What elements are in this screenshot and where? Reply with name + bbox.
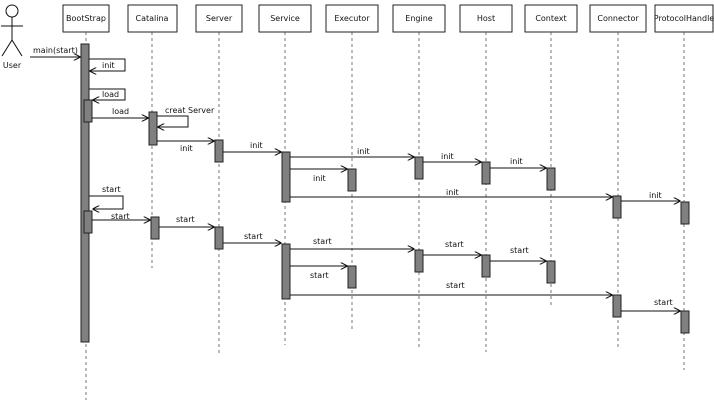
message-bootstrap-init: init xyxy=(89,58,126,71)
activation-bootstrap-load xyxy=(83,99,93,123)
head-label-protocolhandler: ProtocolHandle xyxy=(654,14,714,23)
head-context: Context xyxy=(524,4,578,33)
message-bootstrap-start-self: start xyxy=(89,185,124,209)
activation-protocolhandler-start xyxy=(680,310,690,334)
activation-catalina-load xyxy=(148,111,158,146)
message-init-service: init xyxy=(223,141,281,152)
activation-service-start xyxy=(281,243,291,300)
message-label: init xyxy=(250,141,263,150)
activation-server-init xyxy=(214,139,224,163)
activation-bootstrap-start xyxy=(83,210,93,234)
head-bootstrap: BootStrap xyxy=(62,4,110,33)
message-label: init xyxy=(357,147,370,156)
message-label: creat Server xyxy=(165,106,215,115)
head-catalina: Catalina xyxy=(127,4,178,33)
message-label: start xyxy=(176,215,195,224)
head-label-bootstrap: BootStrap xyxy=(66,14,106,23)
actor-label: User xyxy=(3,61,22,70)
message-label: init xyxy=(446,188,459,197)
message-start-catalina: start xyxy=(92,212,150,221)
head-host: Host xyxy=(459,4,513,33)
message-start-context: start xyxy=(490,246,546,261)
message-label: start xyxy=(111,212,130,221)
message-label: start xyxy=(102,185,121,194)
head-connector: Connector xyxy=(589,4,647,33)
message-init-connector: init xyxy=(290,188,612,197)
activation-host-init xyxy=(481,161,491,185)
head-label-server: Server xyxy=(206,14,233,23)
message-label: start xyxy=(244,232,263,241)
head-protocolhandler: ProtocolHandle xyxy=(654,4,714,33)
activation-connector-start xyxy=(612,294,622,318)
message-label: start xyxy=(445,240,464,249)
message-label: start xyxy=(310,271,329,280)
message-start-server: start xyxy=(159,215,214,227)
head-label-catalina: Catalina xyxy=(136,14,169,23)
head-label-executor: Executor xyxy=(334,14,370,23)
head-server: Server xyxy=(195,4,243,33)
message-bootstrap-load-self: load xyxy=(89,88,126,100)
head-label-connector: Connector xyxy=(597,14,639,23)
activation-service-init xyxy=(281,151,291,203)
activation-engine-init xyxy=(414,156,424,180)
message-load-catalina: load xyxy=(92,107,148,118)
message-creat-server: creat Server xyxy=(157,106,215,127)
message-label: load xyxy=(102,90,119,99)
head-label-service: Service xyxy=(270,14,300,23)
activation-context-init xyxy=(546,167,556,191)
message-init-host: init xyxy=(423,152,481,162)
activation-executor-init xyxy=(347,168,357,192)
message-start-engine: start xyxy=(290,237,414,249)
message-main-start: main(start) xyxy=(30,46,80,57)
activation-catalina-start xyxy=(150,216,160,240)
message-label: start xyxy=(654,298,673,307)
activation-server-start xyxy=(214,226,224,250)
activation-protocolhandler-init xyxy=(680,201,690,225)
head-label-engine: Engine xyxy=(405,14,432,23)
message-init-executor: init xyxy=(290,169,347,183)
message-label: init xyxy=(180,144,193,153)
message-init-context: init xyxy=(490,157,546,168)
message-label: init xyxy=(510,157,523,166)
message-start-host: start xyxy=(423,240,481,255)
message-label: init xyxy=(441,152,454,161)
message-init-engine: init xyxy=(290,147,414,157)
head-label-context: Context xyxy=(535,14,566,23)
user-actor: User xyxy=(1,4,23,70)
head-executor: Executor xyxy=(325,4,379,33)
message-start-executor: start xyxy=(290,266,347,280)
message-label: init xyxy=(313,174,326,183)
message-start-service: start xyxy=(223,232,281,243)
actor-head-icon xyxy=(5,4,19,18)
message-start-connector: start xyxy=(290,281,612,295)
message-start-protocolhandler: start xyxy=(621,298,680,311)
message-label: main(start) xyxy=(33,46,78,55)
activation-host-start xyxy=(481,254,491,278)
activation-executor-start xyxy=(347,265,357,289)
head-service: Service xyxy=(258,4,312,33)
message-label: init xyxy=(102,61,115,70)
message-init-protocolhandler: init xyxy=(621,191,680,201)
message-label: start xyxy=(313,237,332,246)
message-label: load xyxy=(112,107,129,116)
activation-connector-init xyxy=(612,195,622,219)
message-init-server: init xyxy=(157,141,214,153)
message-label: init xyxy=(649,191,662,200)
message-label: start xyxy=(510,246,529,255)
activation-bootstrap-main xyxy=(80,43,90,343)
activation-context-start xyxy=(546,260,556,284)
head-engine: Engine xyxy=(392,4,446,33)
message-label: start xyxy=(446,281,465,290)
head-label-host: Host xyxy=(477,14,495,23)
activation-engine-start xyxy=(414,249,424,273)
